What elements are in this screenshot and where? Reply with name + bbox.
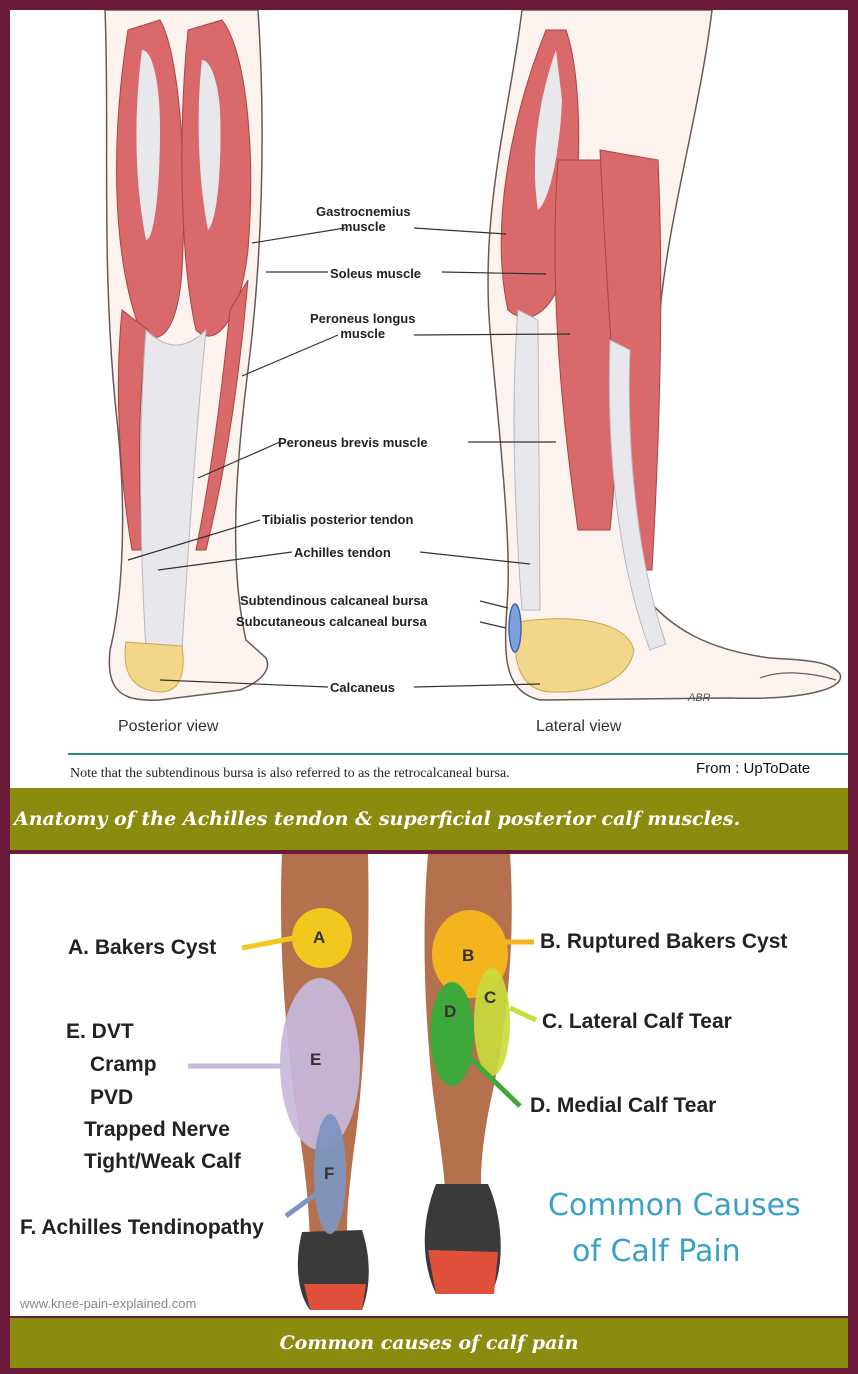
lateral-peroneus	[599, 149, 662, 571]
zone-a	[292, 908, 352, 968]
lateral-toes	[759, 672, 837, 681]
pointer-d	[464, 1052, 522, 1108]
artist-signature: ABR	[688, 692, 711, 704]
label-posterior-view: Posterior view	[118, 718, 219, 735]
blob-label-c: C	[484, 988, 497, 1007]
label-calcaneus: Calcaneus	[330, 680, 396, 695]
label-peroneus-brevis: Peroneus brevis muscle	[278, 435, 428, 450]
posterior-peroneus-side	[195, 279, 249, 551]
blob-label-f: F	[324, 1164, 335, 1183]
right-shoe-sole	[428, 1250, 498, 1294]
cause-label-b: B. Ruptured Bakers Cyst	[540, 930, 788, 953]
anatomy-illustration	[68, 10, 848, 755]
left-shoe-sole	[304, 1284, 366, 1310]
label-peroneus-longus: Peroneus longus muscle	[310, 311, 416, 341]
leader-lines	[127, 227, 571, 688]
lateral-bursa	[508, 603, 522, 653]
zone-d	[430, 982, 474, 1086]
lateral-achilles-tendon	[513, 309, 541, 611]
posterior-gastro-tendon-strip-1	[136, 50, 160, 240]
lateral-calcaneus	[514, 618, 635, 693]
cause-label-e-cramp: Cramp	[90, 1053, 157, 1076]
blob-label-e: E	[310, 1050, 322, 1069]
blob-label-d: D	[444, 1002, 457, 1021]
causes-title-line-2: of Calf Pain	[572, 1234, 741, 1269]
cause-label-e-tight-weak-calf: Tight/Weak Calf	[84, 1150, 241, 1173]
label-lateral-view: Lateral view	[536, 718, 622, 735]
anatomy-note: Note that the subtendinous bursa is also…	[70, 766, 510, 781]
anatomy-panel: Gastrocnemius muscle Soleus muscle Peron…	[10, 10, 848, 788]
site-credit: www.knee-pain-explained.com	[20, 1296, 197, 1311]
calf-photo-illustration	[188, 854, 538, 1310]
posterior-soleus-side	[117, 309, 149, 551]
causes-caption: Common causes of calf pain	[10, 1318, 848, 1368]
label-subcutaneous-bursa: Subcutaneous calcaneal bursa	[236, 614, 427, 629]
lateral-tendon-strip	[534, 50, 562, 210]
label-tibialis-posterior: Tibialis posterior tendon	[262, 512, 414, 527]
causes-title-line-1: Common Causes	[548, 1188, 801, 1223]
blob-label-a: A	[313, 928, 326, 947]
cause-label-a: A. Bakers Cyst	[68, 936, 217, 959]
pointer-f	[284, 1191, 318, 1219]
zone-c	[474, 968, 510, 1076]
causes-panel: A B C D E F A. Bakers Cyst B. Ruptured B…	[10, 854, 848, 1316]
zone-e	[280, 978, 360, 1150]
lateral-peroneal-tendons	[608, 339, 667, 651]
cause-label-c: C. Lateral Calf Tear	[542, 1010, 732, 1033]
pointer-c	[508, 1005, 538, 1023]
pointer-a	[241, 935, 295, 951]
anatomy-caption: Anatomy of the Achilles tendon & superfi…	[10, 788, 848, 850]
source-credit: From : UpToDate	[696, 760, 811, 777]
cause-label-f: F. Achilles Tendinopathy	[20, 1216, 264, 1239]
cause-label-e-trapped-nerve: Trapped Nerve	[84, 1118, 230, 1141]
posterior-gastro-tendon-strip-2	[198, 60, 221, 230]
posterior-achilles-tendon	[140, 328, 207, 651]
label-soleus: Soleus muscle	[330, 266, 422, 281]
cause-label-e-dvt: E. DVT	[66, 1020, 134, 1043]
cause-label-d: D. Medial Calf Tear	[530, 1094, 717, 1117]
posterior-calcaneus	[124, 641, 184, 693]
cause-label-e-pvd: PVD	[90, 1086, 134, 1109]
blob-label-b: B	[462, 946, 475, 965]
label-subtendinous-bursa: Subtendinous calcaneal bursa	[240, 593, 428, 608]
zone-f	[314, 1114, 346, 1234]
label-achilles-tendon: Achilles tendon	[294, 545, 391, 560]
label-gastrocnemius: Gastrocnemius muscle	[316, 204, 411, 234]
